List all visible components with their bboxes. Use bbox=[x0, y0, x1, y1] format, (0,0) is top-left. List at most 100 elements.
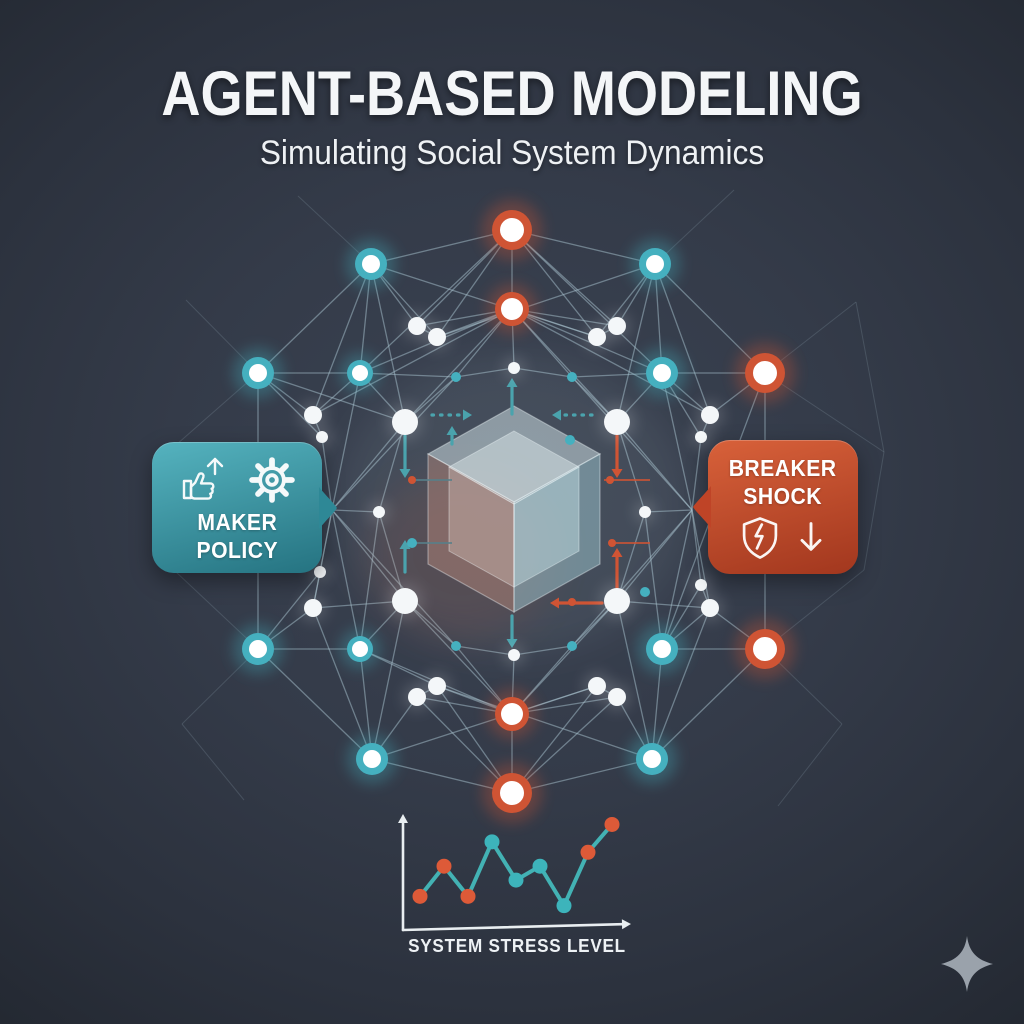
arrow-head bbox=[550, 597, 559, 609]
background-line bbox=[863, 451, 885, 571]
flow-arrows bbox=[399, 378, 650, 648]
network-dot bbox=[407, 538, 417, 548]
network-node bbox=[653, 640, 671, 658]
arrow-head bbox=[398, 814, 408, 823]
page-title: AGENT-BASED MODELING bbox=[161, 59, 863, 129]
background-line bbox=[855, 301, 885, 453]
network-node bbox=[695, 579, 707, 591]
stress-point bbox=[460, 888, 476, 904]
network-edge bbox=[654, 263, 711, 416]
callout-line: SHOCK bbox=[743, 483, 823, 509]
network-edge bbox=[359, 229, 513, 374]
network-node bbox=[588, 677, 606, 695]
network-node bbox=[508, 649, 520, 661]
network-nodes bbox=[233, 200, 795, 823]
callout-pointer bbox=[693, 486, 711, 528]
sparkle-icon bbox=[941, 936, 993, 992]
arrow-head bbox=[611, 548, 623, 557]
network-node bbox=[314, 566, 326, 578]
maker-policy-label: MAKER POLICY bbox=[196, 508, 278, 564]
arrow-head bbox=[621, 919, 631, 930]
network-node bbox=[392, 409, 418, 435]
network-edge bbox=[691, 509, 702, 586]
network-node bbox=[501, 298, 523, 320]
network-node bbox=[352, 365, 368, 381]
network-edge bbox=[312, 607, 373, 760]
network-node bbox=[373, 506, 385, 518]
network-node bbox=[428, 677, 446, 695]
network-edge bbox=[312, 308, 513, 416]
stress-point bbox=[484, 834, 500, 850]
gear-icon bbox=[249, 457, 295, 503]
network-edge bbox=[436, 263, 656, 338]
network-node bbox=[695, 431, 707, 443]
down-arrow-icon bbox=[800, 522, 822, 551]
network-edge bbox=[312, 263, 372, 416]
breaker-shock-callout: BREAKER SHOCK bbox=[693, 440, 858, 574]
arrow-head bbox=[552, 409, 561, 421]
callout-line: BREAKER bbox=[729, 455, 837, 481]
stress-chart-label: SYSTEM STRESS LEVEL bbox=[408, 936, 626, 956]
network-dot bbox=[567, 641, 577, 651]
network-node bbox=[352, 641, 368, 657]
network-node bbox=[653, 364, 671, 382]
stress-point bbox=[436, 858, 452, 874]
cracked-shield-icon bbox=[742, 517, 778, 559]
network-edge bbox=[331, 509, 361, 650]
maker-policy-icons bbox=[179, 452, 295, 506]
network-node bbox=[408, 688, 426, 706]
network-node bbox=[363, 750, 381, 768]
network-node bbox=[316, 431, 328, 443]
background-line bbox=[181, 723, 245, 801]
network-node bbox=[249, 640, 267, 658]
header: AGENT-BASED MODELING Simulating Social S… bbox=[0, 62, 1024, 173]
network-edge bbox=[651, 607, 711, 760]
network-node bbox=[501, 703, 523, 725]
arrow-head bbox=[399, 469, 411, 478]
network-dot bbox=[451, 372, 461, 382]
thumbs-up-icon bbox=[182, 457, 224, 500]
cube-face bbox=[513, 466, 580, 588]
network-node bbox=[588, 328, 606, 346]
network-node bbox=[500, 218, 524, 242]
stress-point bbox=[412, 888, 428, 904]
network-node bbox=[639, 506, 651, 518]
stress-point bbox=[556, 898, 572, 914]
network-node bbox=[753, 361, 777, 385]
cube-face bbox=[513, 452, 601, 614]
callout-pointer bbox=[319, 486, 337, 529]
stress-point bbox=[604, 816, 620, 832]
stress-chart bbox=[398, 814, 631, 932]
page-subtitle: Simulating Social System Dynamics bbox=[259, 134, 765, 173]
network-edge bbox=[331, 372, 361, 511]
network-node bbox=[304, 406, 322, 424]
network-node bbox=[428, 328, 446, 346]
network-node bbox=[392, 588, 418, 614]
network-dot bbox=[565, 435, 575, 445]
arrow-head bbox=[463, 409, 472, 421]
network-node bbox=[604, 588, 630, 614]
arrow-head bbox=[399, 540, 411, 549]
network-node bbox=[646, 255, 664, 273]
network-dot bbox=[606, 476, 614, 484]
network-node bbox=[753, 637, 777, 661]
network-edge bbox=[691, 436, 702, 511]
background-line bbox=[777, 723, 843, 807]
network-dot bbox=[640, 587, 650, 597]
stress-point bbox=[532, 858, 548, 874]
network-node bbox=[701, 406, 719, 424]
network-edge bbox=[257, 648, 373, 760]
network-dot bbox=[567, 372, 577, 382]
network-edge bbox=[436, 685, 653, 760]
network-edge bbox=[370, 263, 598, 338]
network-dot bbox=[451, 641, 461, 651]
arrow-head bbox=[506, 378, 518, 387]
arrow-head bbox=[506, 639, 518, 648]
callout-line: MAKER bbox=[197, 509, 277, 535]
callout-line: POLICY bbox=[196, 537, 278, 563]
network-node bbox=[608, 317, 626, 335]
network-dot bbox=[568, 598, 576, 606]
breaker-shock-label: BREAKER SHOCK bbox=[729, 454, 837, 510]
